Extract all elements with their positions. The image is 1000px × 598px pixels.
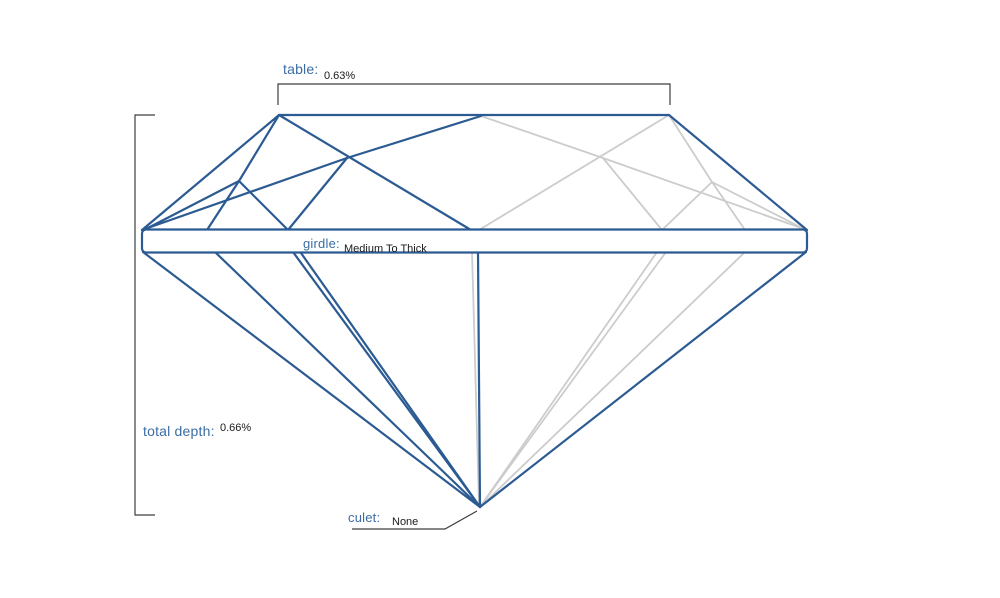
girdle-value: Medium To Thick <box>344 239 427 257</box>
culet-label: culet: <box>348 509 380 527</box>
front-facet-line <box>277 113 473 232</box>
front-facet-line <box>476 250 482 509</box>
front-facet-line <box>237 179 290 232</box>
back-facet-line <box>479 251 746 508</box>
total-depth-bracket <box>134 114 155 516</box>
front-facet-line <box>667 113 809 232</box>
total-depth-value: 0.66% <box>220 418 251 436</box>
front-facet-line <box>205 179 241 232</box>
girdle-band-rect <box>140 228 809 254</box>
total-depth-label-text: total depth: <box>143 423 215 439</box>
measure-brackets <box>134 83 671 530</box>
girdle-band <box>140 228 809 254</box>
front-facet-line <box>140 113 281 232</box>
front-facet-line <box>286 156 349 232</box>
back-facet-line <box>471 251 480 506</box>
culet-leader-line <box>352 510 478 530</box>
back-facet-line <box>602 157 663 231</box>
back-facet-line <box>711 181 746 231</box>
total-depth-value-text: 0.66% <box>220 422 252 434</box>
culet-label-text: culet: <box>348 510 381 525</box>
front-facet-line <box>345 114 483 160</box>
table-label-text: table: <box>283 61 319 77</box>
front-facet-line <box>299 251 482 509</box>
back-facet-line <box>661 181 713 231</box>
back-facet-line <box>711 181 807 231</box>
table-label: table: <box>283 61 318 79</box>
culet-value: None <box>392 512 418 530</box>
back-facet-line <box>479 251 658 508</box>
table-value: 0.63% <box>324 66 355 84</box>
back-facet-line <box>480 115 604 159</box>
front-facet-line <box>213 250 482 509</box>
girdle-value-text: Medium To Thick <box>344 243 427 255</box>
back-facet-line <box>668 114 713 183</box>
front-facet-line <box>237 113 281 183</box>
table-value-text: 0.63% <box>324 70 356 82</box>
front-facet-line <box>142 179 241 232</box>
girdle-label-text: girdle: <box>303 236 340 251</box>
culet-value-text: None <box>392 516 419 528</box>
back-facet-line <box>602 157 808 231</box>
back-facet-line <box>479 251 667 508</box>
front-facet-lines <box>140 113 809 509</box>
table-width-bracket <box>277 83 671 105</box>
girdle-label: girdle: <box>303 235 340 253</box>
front-facet-line <box>141 250 482 509</box>
front-facet-line <box>140 156 349 232</box>
back-facet-line <box>478 114 670 231</box>
front-facet-line <box>478 250 808 509</box>
back-facet-lines <box>471 114 808 508</box>
total-depth-label: total depth: <box>143 423 215 441</box>
